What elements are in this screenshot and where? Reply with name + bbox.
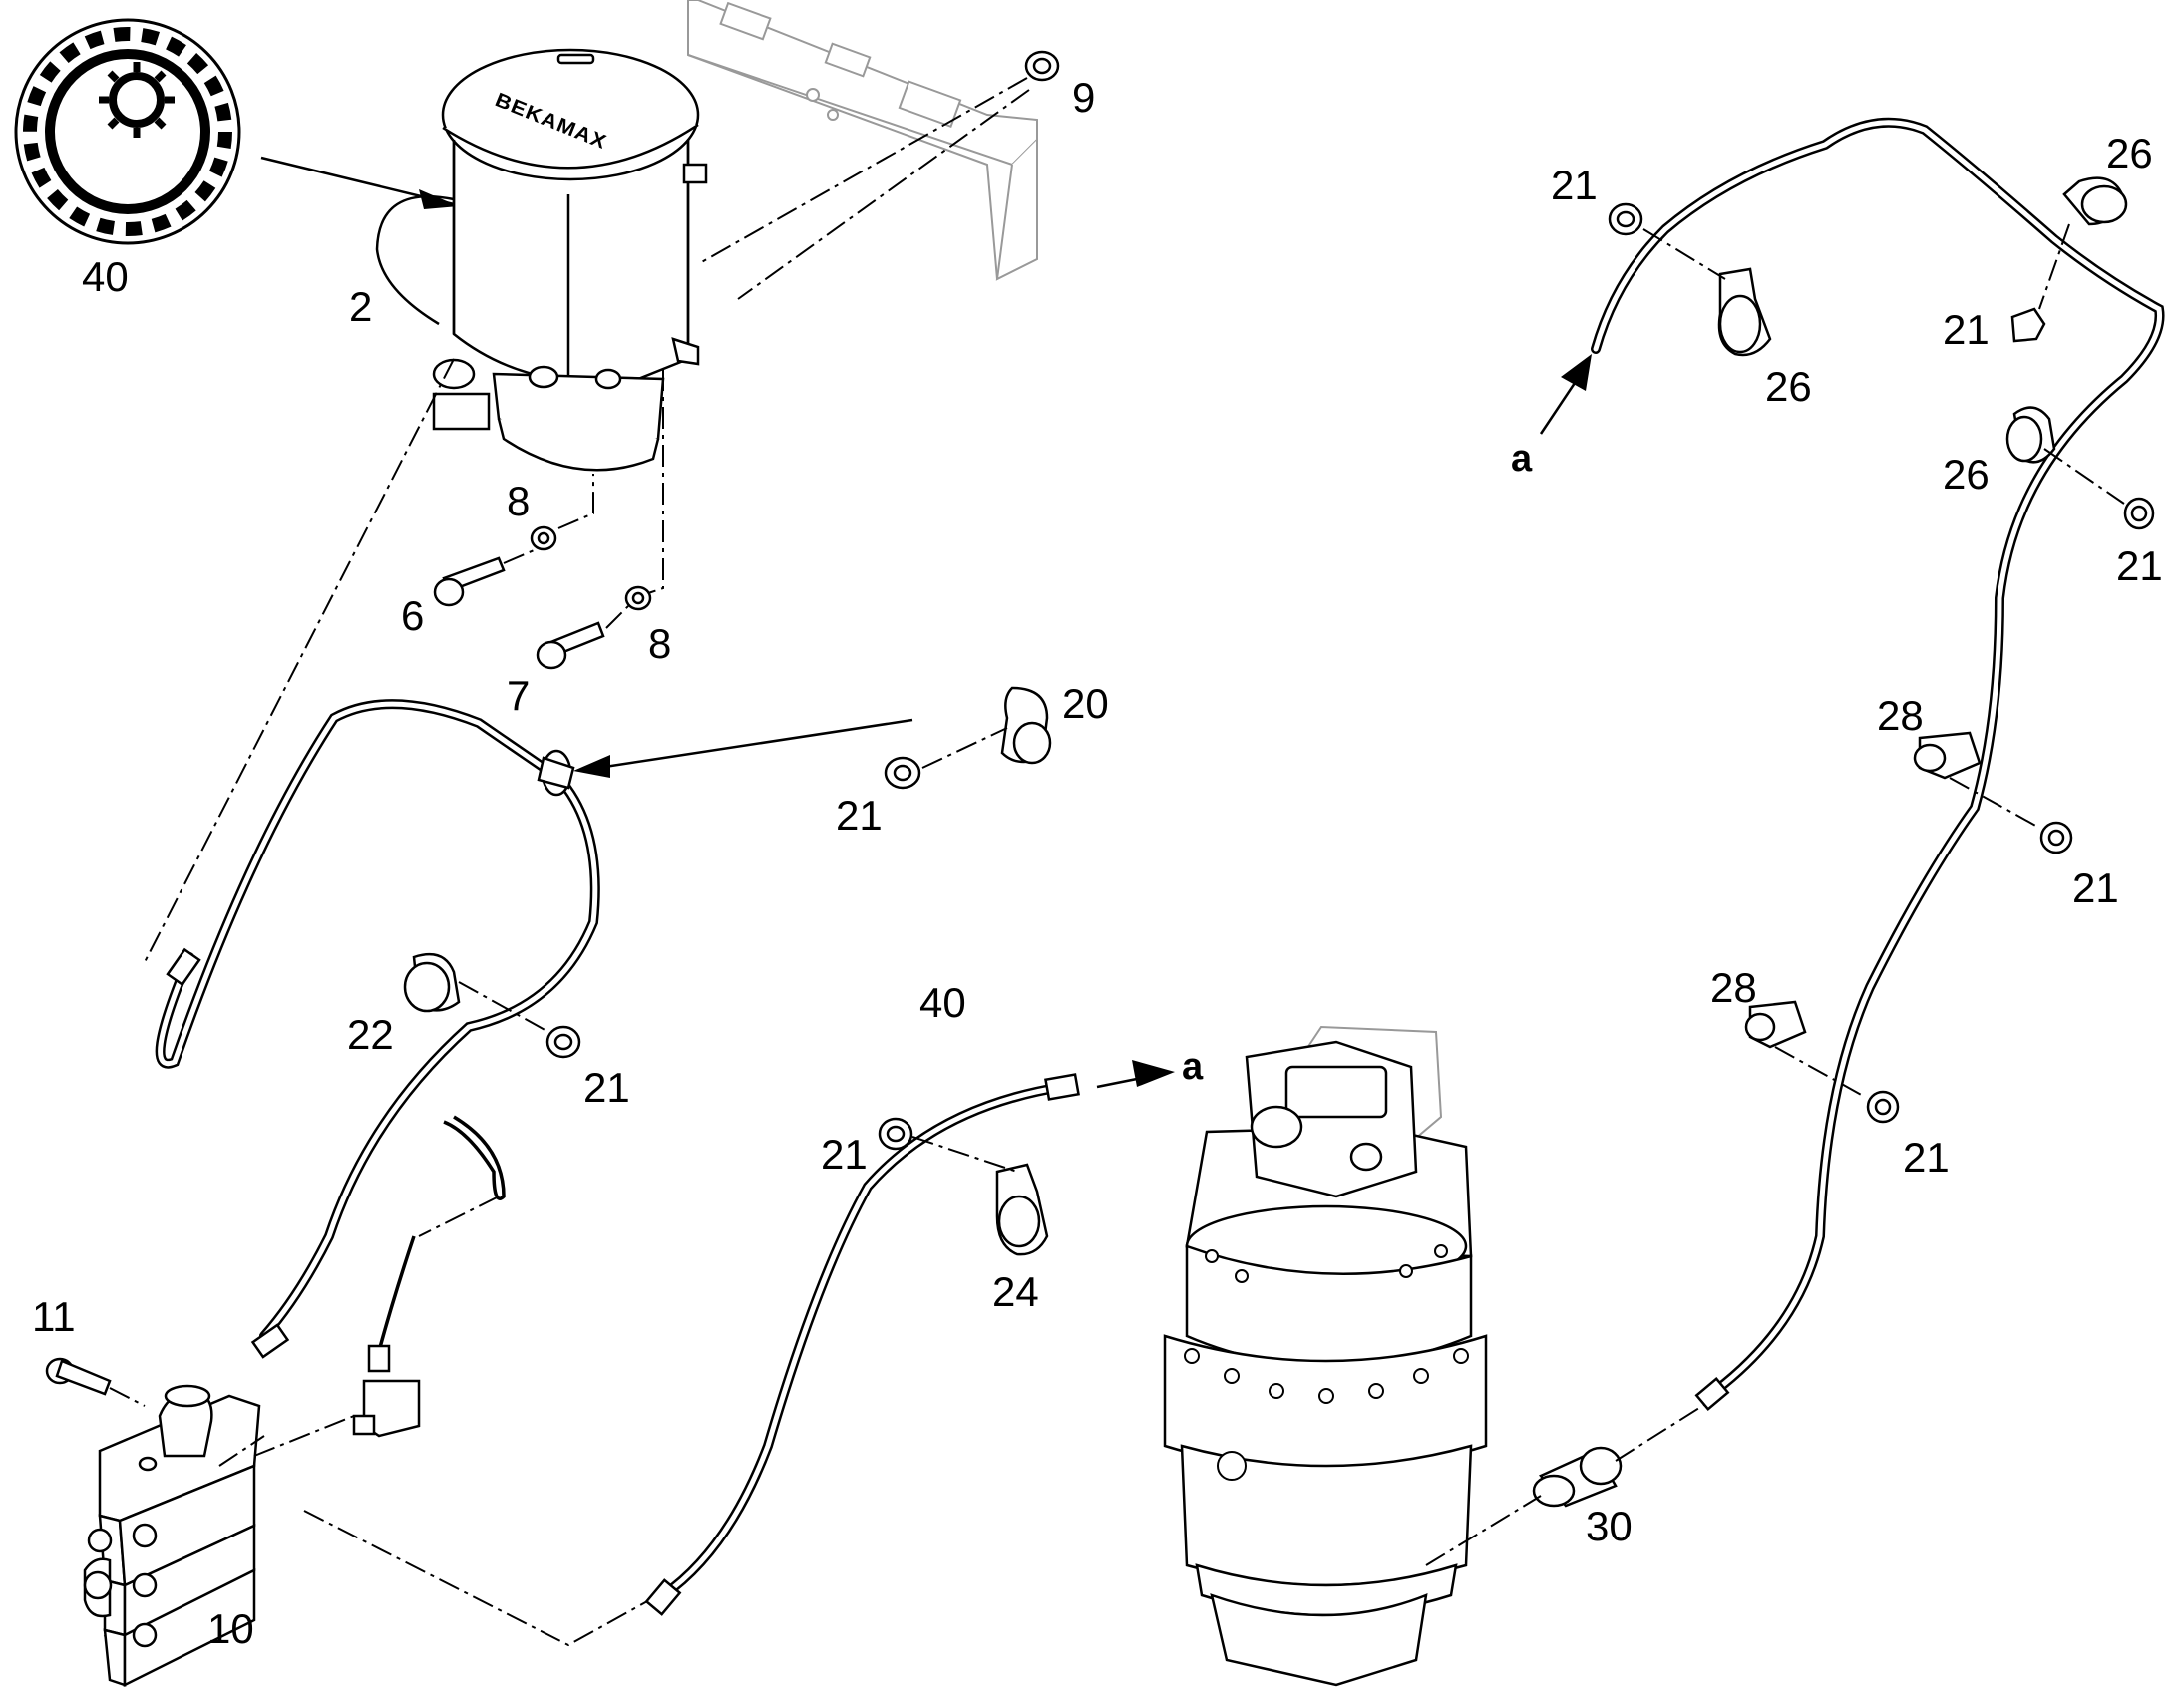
clamp-26-tr2: [2062, 176, 2128, 226]
nut-21-mid: [884, 756, 921, 790]
clamp-20: [1000, 686, 1052, 765]
pressure-switch-30: [1532, 1446, 1623, 1508]
label-8-b: 8: [648, 620, 671, 667]
label-21-tr1: 21: [1551, 162, 1598, 208]
hose-middle: [644, 1073, 1080, 1616]
label-21-c: 21: [821, 1131, 868, 1178]
nut-9: [1024, 50, 1060, 82]
label-21-r1: 21: [2072, 864, 2119, 911]
label-22: 22: [347, 1011, 394, 1058]
grease-pump: BEKAMAX: [375, 48, 708, 472]
label-21-mid: 21: [836, 792, 883, 839]
label-21-r2: 21: [1903, 1134, 1950, 1181]
label-a-top: a: [1511, 438, 1533, 480]
label-21-tr2: 21: [1943, 306, 1990, 353]
label-30: 30: [1586, 1503, 1633, 1549]
clamp-24: [995, 1163, 1049, 1256]
label-28-b: 28: [1710, 964, 1757, 1011]
label-28-a: 28: [1877, 692, 1924, 739]
label-6: 6: [401, 592, 424, 639]
label-9: 9: [1072, 74, 1095, 121]
label-40-top: 40: [82, 253, 129, 300]
nut-21-c: [878, 1117, 913, 1151]
label-7: 7: [507, 672, 530, 719]
label-a-mid: a: [1182, 1046, 1204, 1088]
clamp-28-b: [1744, 1000, 1807, 1049]
washer-8-a: [530, 525, 557, 551]
label-26-tr1: 26: [1765, 363, 1812, 410]
label-24: 24: [992, 1268, 1039, 1315]
clamp-26-tr3: [2005, 406, 2056, 464]
label-40-mid: 40: [919, 979, 966, 1026]
label-21-left: 21: [583, 1064, 630, 1111]
nut-21-tr2: [2010, 307, 2046, 343]
nut-21-left: [545, 1025, 581, 1059]
clamp-22: [403, 952, 461, 1013]
label-21-tr3: 21: [2116, 542, 2163, 589]
hose-right: [1591, 117, 2165, 1412]
label-26-tr3: 26: [1943, 451, 1990, 498]
travel-gearbox: [1163, 1025, 1488, 1687]
bolt-7: [536, 621, 605, 670]
washer-8-b: [624, 585, 652, 611]
label-20: 20: [1062, 680, 1109, 727]
hose-left: [155, 699, 600, 1359]
distributor-block: [83, 1384, 261, 1688]
label-8-a: 8: [507, 478, 530, 524]
bolt-6: [433, 556, 506, 607]
sensor-cable: [352, 1115, 506, 1438]
clamp-28-a: [1913, 731, 1982, 780]
nut-21-r1: [2039, 821, 2073, 854]
label-10: 10: [207, 1605, 254, 1652]
mounting-bracket: [687, 0, 1038, 281]
gear-symbol-icon: [14, 18, 241, 245]
callout-labels: 40 2 9 8 6 8 7 20 21 22 21 11 10 40 21 2…: [32, 74, 2163, 1652]
label-2: 2: [349, 283, 372, 330]
label-26-tr2: 26: [2106, 130, 2153, 176]
clamp-26-tr1: [1717, 267, 1772, 357]
clamp-at-hose: [537, 749, 575, 797]
nut-21-tr3: [2123, 497, 2155, 530]
bolt-11: [45, 1357, 112, 1396]
nut-21-r2: [1866, 1090, 1900, 1124]
nut-21-tr1: [1608, 202, 1643, 236]
label-11: 11: [32, 1293, 76, 1340]
